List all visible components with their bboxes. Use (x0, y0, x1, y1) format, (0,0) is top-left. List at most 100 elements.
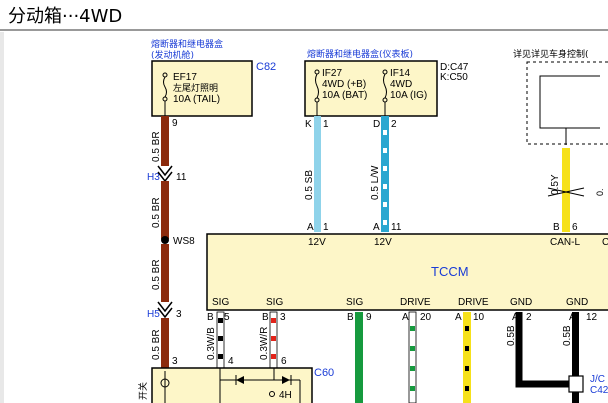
twisted-pair-icon (547, 187, 585, 197)
tccm-bottom-pin-5-num: 10 (473, 312, 485, 323)
wire-green (355, 312, 363, 403)
wire-label-w2: 0.5 BR (151, 197, 162, 228)
tccm-name: TCCM (431, 264, 469, 279)
tccm-bottom-pin-6-num: 2 (526, 312, 532, 323)
left-box-pin: 9 (172, 118, 178, 129)
wire-label-wb: 0.3W/B (206, 327, 217, 360)
tccm-bottom-pin-3-num: 9 (366, 312, 372, 323)
tccm-module (206, 233, 608, 311)
junction-h3: H3 (147, 172, 160, 183)
tccm-bottom-label-1: SIG (212, 297, 229, 308)
wire-brown-lower (161, 244, 169, 302)
fuse-ef17-desc: 左尾灯照明 (173, 82, 218, 94)
junction-h5-chevron (157, 301, 173, 313)
tccm-bottom-label-5: DRIVE (458, 297, 489, 308)
junction-h3-chevron (157, 165, 173, 177)
splice-ws8 (161, 236, 169, 244)
c60-pin-3: 3 (172, 356, 178, 367)
fuse-if27-rating: 10A (BAT) (322, 90, 367, 101)
tccm-bottom-pin-2-letter: B (262, 312, 269, 323)
tccm-bottom-pin-5-letter: A (455, 312, 462, 323)
fuse-ef17-name: EF17 (173, 72, 197, 83)
c60-switch-contact (269, 391, 275, 397)
tccm-bottom-pin-2-num: 3 (280, 312, 286, 323)
fuse-ef17-symbol (162, 72, 168, 116)
c60-pin-6: 6 (281, 356, 287, 367)
left-box-header-2: (发动机舱) (151, 49, 194, 61)
tccm-top-pin-2-letter: A (373, 222, 380, 233)
c60-label-4h: 4H (279, 390, 292, 401)
tccm-top-pin-4-label: C (602, 237, 608, 248)
tccm-top-pin-1-num: 1 (323, 222, 329, 233)
wire-brown-upper (161, 116, 169, 166)
fuse-if14-line2: 4WD (390, 79, 412, 90)
jc-label-2: C42 (590, 385, 608, 396)
fuse-if14-name: IF14 (390, 68, 410, 79)
wire-label-lw: 0.5 L/W (370, 165, 381, 200)
junction-h5: H5 (147, 309, 160, 320)
wire-label-right-edge: 0. (595, 188, 605, 196)
right-box-header: 熔断器和继电器盒(仪表板) (307, 48, 413, 60)
right-box-pin-d: 2 (391, 119, 397, 130)
left-box-header-1: 熔断器和继电器盒 (151, 38, 223, 50)
right-box-pin-k: 1 (323, 119, 329, 130)
left-box-connector: C82 (256, 61, 276, 73)
tccm-bottom-label-4: DRIVE (400, 297, 431, 308)
wire-label-w1: 0.5 BR (151, 131, 162, 162)
wire-white-red (269, 311, 278, 369)
wire-brown-mid (161, 181, 169, 239)
c60-side-text: 开关 (137, 382, 149, 400)
c60-connector: C60 (314, 367, 334, 379)
tccm-bottom-label-3: SIG (346, 297, 363, 308)
jc-connector-box (568, 375, 584, 393)
tccm-top-pin-2-label: 12V (374, 237, 392, 248)
c60-switch-box (151, 367, 313, 403)
wire-brown-bottom (161, 318, 169, 370)
fuse-if14-symbol (382, 69, 388, 116)
splice-ws8-label: WS8 (173, 236, 195, 247)
right-box-conn-k: K:C50 (440, 72, 468, 83)
right-box-pin-d-letter: D (373, 119, 380, 130)
c60-pin-4: 4 (228, 356, 234, 367)
wire-sky-blue (314, 116, 321, 232)
page-title: 分动箱···4WD (8, 6, 122, 27)
fuse-ef17-rating: 10A (TAIL) (173, 94, 220, 105)
wire-black-gnd-1 (515, 312, 572, 388)
left-fuse-box (151, 60, 253, 117)
tccm-bottom-pin-3-letter: B (347, 312, 354, 323)
right-box-pin-k-letter: K (305, 119, 312, 130)
fuse-if27-name: IF27 (322, 68, 342, 79)
wire-black-gnd-2 (572, 312, 579, 403)
right-box-conn-d: D:C47 (440, 62, 469, 73)
see-body-box (526, 61, 608, 145)
wire-blue-white-stripes (383, 130, 387, 225)
see-body-label: 详见详见车身控制( (513, 48, 589, 60)
wire-label-w4: 0.5 BR (151, 329, 162, 360)
wire-label-sb: 0.5 SB (304, 170, 315, 200)
junction-h5-pin: 3 (176, 309, 182, 320)
wire-blue-white (381, 116, 389, 232)
tccm-bottom-label-7: GND (566, 297, 588, 308)
wire-white-green (408, 311, 417, 403)
diode-icon-1 (236, 376, 244, 384)
tccm-bottom-pin-4-letter: A (402, 312, 409, 323)
wire-white-black (216, 311, 225, 369)
tccm-top-pin-3-letter: B (553, 222, 560, 233)
wire-label-w3: 0.5 BR (151, 259, 162, 290)
wire-label-b2: 0.5B (562, 325, 573, 346)
junction-h3-pin: 11 (176, 172, 187, 183)
wire-label-b1: 0.5B (506, 325, 517, 346)
tccm-top-pin-3-num: 6 (572, 222, 578, 233)
diode-icon-2 (282, 376, 290, 384)
tccm-bottom-pin-4-num: 20 (420, 312, 432, 323)
right-fuse-box (304, 60, 438, 117)
tccm-bottom-pin-1-letter: B (207, 312, 214, 323)
tccm-bottom-pin-7-num: 12 (586, 312, 598, 323)
fuse-if14-rating: 10A (IG) (390, 90, 427, 101)
tccm-bottom-label-6: GND (510, 297, 532, 308)
tccm-top-pin-3-label: CAN-L (550, 237, 580, 248)
left-margin-strip (0, 32, 4, 403)
see-body-connector (539, 75, 600, 129)
fuse-if27-line2: 4WD (+B) (322, 79, 366, 90)
